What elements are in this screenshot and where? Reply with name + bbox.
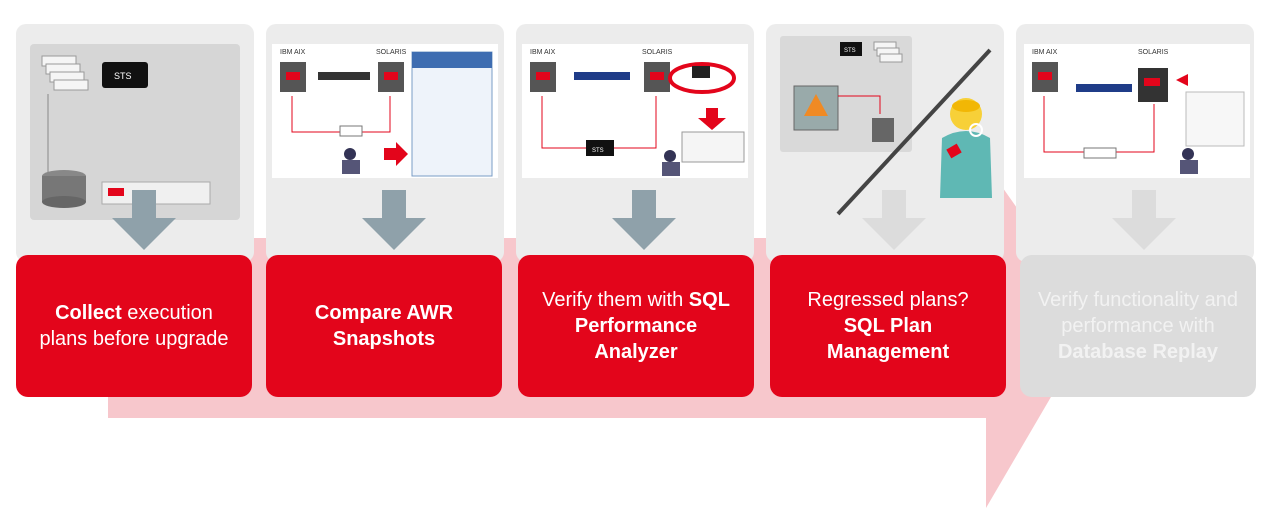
migration-arrow	[1076, 84, 1132, 92]
red-arrow-icon	[384, 142, 408, 166]
down-arrow-3	[612, 190, 676, 250]
server-stack-icon	[873, 41, 903, 63]
target-database-icon	[644, 62, 670, 92]
step-verify-spa: Verify them with SQL Performance Analyze…	[518, 255, 754, 397]
source-database-icon	[530, 62, 556, 92]
sts-briefcase-icon	[840, 42, 862, 56]
thumb5-left-os: IBM AIX	[1032, 49, 1058, 56]
awr-report-icon	[411, 51, 493, 177]
spa-cycle-arrow	[668, 62, 736, 94]
step4-text: Regressed plans?	[807, 289, 969, 311]
step5-text: Verify functionality and performance wit…	[1037, 289, 1239, 337]
down-arrow-4	[862, 190, 926, 250]
down-arrow-2	[362, 190, 426, 250]
source-database-icon	[280, 62, 306, 92]
step3-bold: SQL Performance Analyzer	[574, 289, 730, 363]
down-arrow-1	[112, 190, 176, 250]
step2-bold: Compare AWR Snapshots	[314, 302, 454, 350]
thumb2-left-os: IBM AIX	[280, 49, 306, 56]
migration-arrow	[574, 72, 630, 80]
red-arrow-icon	[1176, 74, 1188, 86]
replay-report-icon	[1185, 91, 1245, 147]
sts-briefcase-icon	[102, 62, 148, 88]
step3-text: Verify them with	[542, 289, 689, 311]
thumb3-sts-label: STS	[592, 148, 604, 154]
thumb3-right-os: SOLARIS	[642, 49, 673, 56]
red-down-arrow-icon	[698, 108, 726, 130]
thumb5-right-os: SOLARIS	[1138, 49, 1169, 56]
step4-bold: SQL Plan Management	[826, 315, 950, 363]
target-database-icon	[378, 62, 404, 92]
migration-arrow	[318, 72, 370, 80]
sts-briefcase-icon	[586, 140, 614, 156]
user-at-computer-icon	[662, 150, 680, 176]
thumb-database-replay: IBM AIX SOLARIS	[1024, 44, 1250, 178]
thumb-sql-performance-analyzer: IBM AIX SOLARIS STS	[522, 44, 748, 178]
target-database-icon	[1138, 68, 1168, 102]
step-compare-awr: Compare AWR Snapshots	[266, 255, 502, 397]
user-at-computer-icon	[342, 148, 360, 174]
step-collect-plans: Collect execution plans before upgrade	[16, 255, 252, 397]
step1-bold: Collect	[55, 302, 122, 324]
step-database-replay: Verify functionality and performance wit…	[1020, 255, 1256, 397]
thumb3-left-os: IBM AIX	[530, 49, 556, 56]
step1-text: execution plans before upgrade	[39, 302, 229, 350]
thumb1-sts-label: STS	[114, 71, 132, 81]
thumb4-sts-label: STS	[844, 48, 856, 54]
database-icon	[42, 170, 86, 208]
spa-report-icon	[681, 131, 745, 163]
thumb-compare-awr: IBM AIX SOLARIS	[272, 44, 498, 178]
database-icon	[872, 118, 894, 142]
user-at-computer-icon	[1180, 148, 1198, 174]
server-stack-icon	[41, 55, 89, 91]
thumb-sql-plan-management: STS	[780, 36, 912, 152]
step5-bold: Database Replay	[1057, 341, 1219, 363]
plan-baseline-box	[793, 85, 839, 131]
doctor-person-icon	[940, 98, 992, 198]
step-sql-plan-management: Regressed plans? SQL Plan Management	[770, 255, 1006, 397]
source-database-icon	[1032, 62, 1058, 92]
thumb2-right-os: SOLARIS	[376, 49, 407, 56]
down-arrow-5	[1112, 190, 1176, 250]
